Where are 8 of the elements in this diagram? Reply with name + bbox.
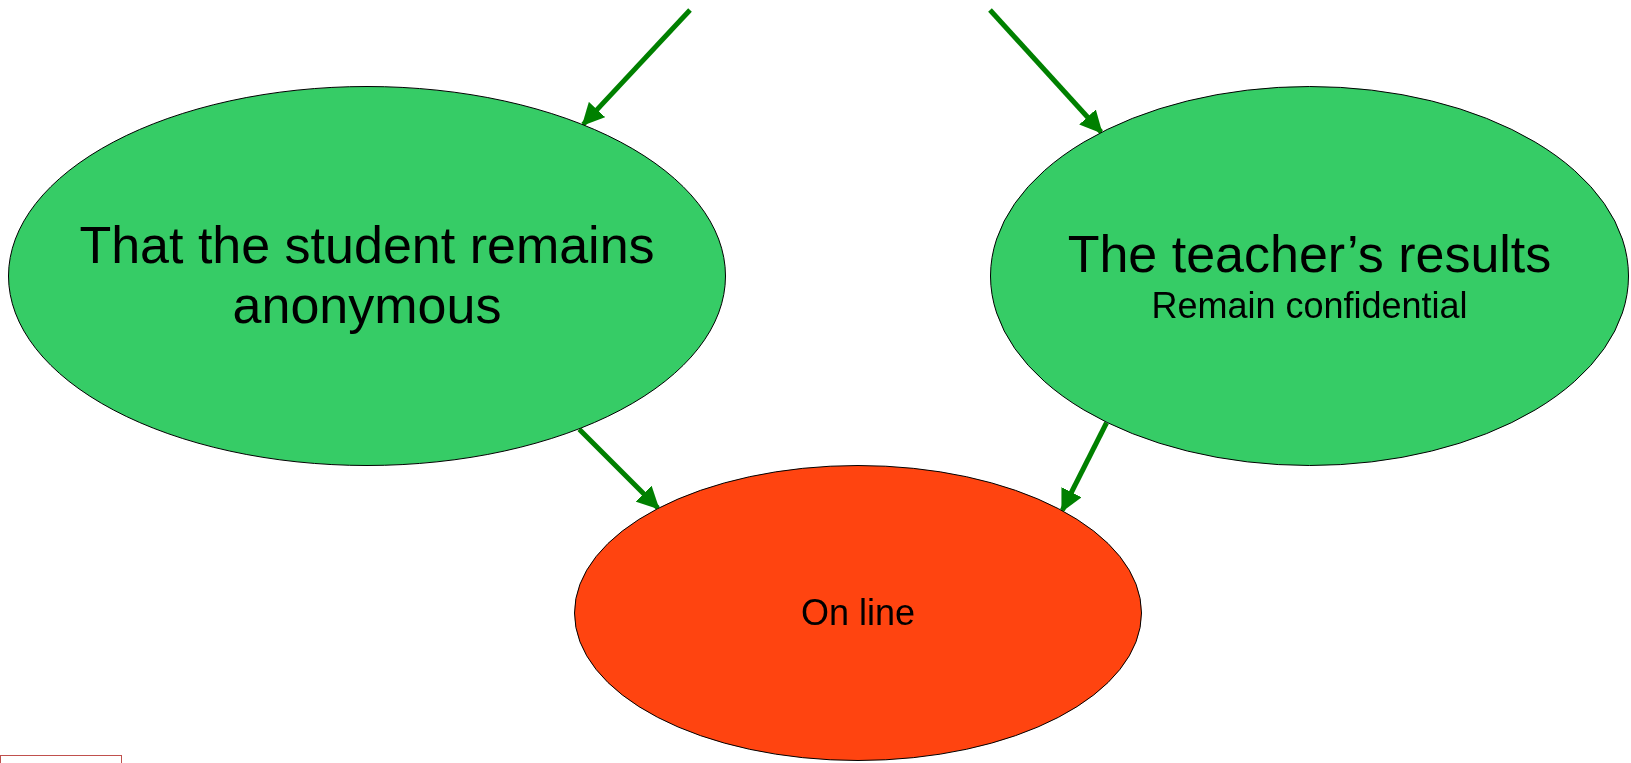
arrow [988, 8, 1103, 134]
node-title: The teacher’s results [1067, 225, 1552, 286]
arrow [581, 8, 692, 127]
node-subtitle: Remain confidential [1151, 285, 1468, 327]
arrow [577, 427, 660, 510]
node-title: On line [800, 592, 916, 634]
arrow [1060, 421, 1109, 513]
node-title: That the student remains anonymous [78, 216, 656, 336]
